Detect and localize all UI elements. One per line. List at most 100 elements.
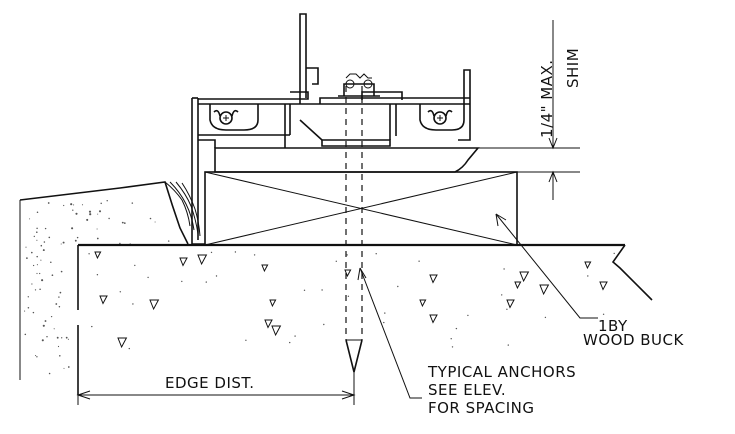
stucco-dot	[72, 209, 74, 211]
concrete-dot	[205, 281, 207, 283]
stucco-dot	[36, 227, 38, 230]
stucco-dot	[88, 210, 92, 213]
concrete-dot	[613, 252, 615, 255]
stucco-dot	[44, 320, 47, 322]
shim	[214, 147, 480, 173]
stucco-dot	[43, 241, 46, 243]
concrete-dot	[215, 275, 218, 277]
concrete-dot	[383, 321, 385, 324]
stucco-dot	[73, 204, 75, 206]
stucco-dot	[167, 240, 170, 242]
concrete-dot	[294, 335, 296, 337]
stucco-dot	[27, 306, 30, 309]
concrete-dot	[384, 312, 386, 314]
stucco-dot	[36, 231, 38, 233]
stucco-dot	[76, 236, 79, 239]
stucco-dot	[131, 202, 134, 204]
concrete-dot	[602, 313, 605, 315]
concrete-aggregate	[88, 251, 615, 350]
window-frame-profile	[191, 13, 471, 245]
concrete-dot	[467, 314, 469, 317]
stucco-dot	[36, 211, 39, 214]
concrete-dot	[147, 276, 149, 279]
concrete-dot	[397, 285, 399, 288]
stucco-dot	[50, 261, 52, 264]
aggregate-mark	[599, 281, 608, 291]
stucco-dot	[106, 200, 108, 202]
concrete-dot	[544, 316, 547, 319]
aggregate-mark	[149, 299, 160, 311]
aggregate-mark	[429, 274, 438, 284]
concrete-dot	[132, 303, 134, 305]
concrete-dot	[346, 254, 348, 256]
stucco-texture	[24, 200, 170, 375]
stucco-dot	[36, 264, 38, 266]
concrete-dot	[96, 274, 99, 276]
edge-distance-dimension: EDGE DIST.	[76, 330, 356, 405]
aggregate-mark	[514, 281, 522, 290]
stucco-wall	[19, 181, 201, 380]
stucco-dot	[47, 202, 50, 204]
stucco-dot	[27, 296, 29, 298]
stucco-dot	[24, 310, 26, 312]
stucco-dot	[108, 217, 110, 220]
concrete-dot	[181, 280, 183, 283]
concrete-dot	[587, 275, 589, 277]
stucco-dot	[70, 203, 73, 206]
aggregate-mark	[269, 299, 277, 308]
stucco-dot	[75, 212, 78, 215]
stucco-dot	[96, 237, 99, 240]
concrete-dot	[210, 251, 213, 254]
aggregate-mark	[197, 254, 208, 266]
stucco-dot	[46, 335, 48, 338]
concrete-dot	[451, 346, 454, 348]
concrete-dot	[303, 289, 306, 291]
buck-label-line2: WOOD BUCK	[583, 331, 685, 349]
stucco-dot	[154, 221, 156, 223]
stucco-dot	[41, 339, 44, 342]
stucco-dot	[119, 242, 121, 245]
aggregate-mark	[117, 337, 128, 349]
concrete-dot	[128, 347, 130, 350]
stucco-dot	[67, 338, 69, 340]
aggregate-mark	[261, 264, 269, 273]
concrete-dot	[119, 291, 122, 293]
stucco-dot	[98, 210, 102, 213]
concrete-dot	[506, 308, 508, 310]
concrete-dot	[501, 294, 503, 296]
stucco-dot	[149, 217, 152, 220]
aggregate-mark	[584, 261, 592, 270]
stucco-dot	[26, 257, 28, 259]
concrete-dot	[253, 254, 256, 256]
aggregate-mark	[539, 284, 550, 296]
stucco-dot	[25, 246, 27, 248]
stucco-dot	[86, 218, 89, 221]
concrete-dot	[335, 260, 337, 262]
stucco-dot	[67, 366, 70, 368]
aggregate-mark	[99, 295, 108, 305]
stucco-dot	[121, 221, 124, 224]
stucco-dot	[53, 328, 55, 330]
anchors-label-line1: TYPICAL ANCHORS	[427, 363, 576, 381]
stucco-dot	[57, 345, 60, 348]
concrete-dot	[234, 251, 237, 253]
stucco-dot	[56, 336, 59, 339]
aggregate-mark	[506, 299, 515, 309]
edge-dist-label: EDGE DIST.	[165, 374, 255, 392]
concrete-dot	[455, 327, 458, 330]
stucco-dot	[51, 274, 54, 277]
stucco-dot	[48, 372, 51, 375]
aggregate-mark	[429, 314, 438, 324]
stucco-dot	[35, 355, 37, 357]
concrete-dot	[503, 268, 505, 270]
stucco-dot	[58, 296, 60, 298]
stucco-dot	[41, 279, 44, 282]
concrete-dot	[321, 289, 323, 291]
aggregate-mark	[94, 251, 102, 260]
stucco-dot	[34, 289, 37, 291]
buck-label-line1: 1BY	[598, 317, 628, 335]
stucco-dot	[42, 324, 45, 327]
stucco-dot	[71, 227, 74, 230]
stucco-dot	[65, 336, 68, 339]
